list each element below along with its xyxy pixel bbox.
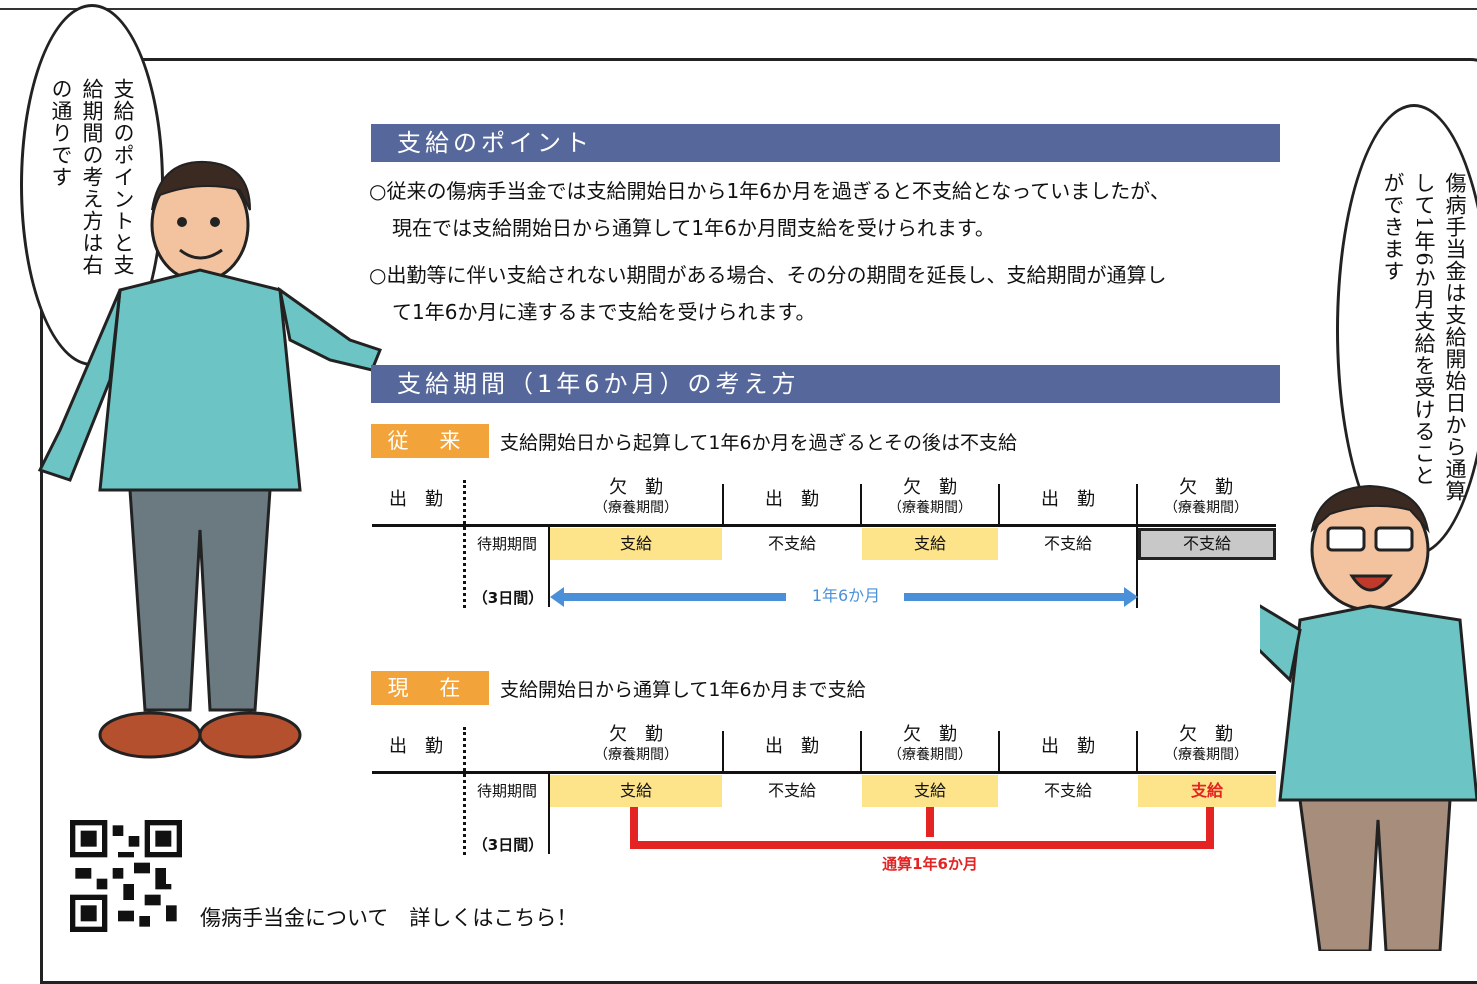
new-divider-4 <box>1136 731 1138 771</box>
new-days: （3日間） <box>472 836 544 854</box>
old-divider-4 <box>1136 484 1138 608</box>
new-cell-5: 支給 <box>1138 775 1276 807</box>
old-cell-3: 支給 <box>862 528 998 560</box>
old-header-absence-1: 欠 勤（療養期間） <box>594 477 678 517</box>
old-wait-period: 待期期間 <box>476 535 537 553</box>
period-title-bar: 支給期間（1年6か月）の考え方 <box>371 365 1280 403</box>
old-cell-4: 不支給 <box>1000 528 1136 560</box>
old-days: （3日間） <box>472 589 544 607</box>
new-divider-2 <box>860 731 862 771</box>
old-divider-3 <box>998 484 1000 524</box>
old-header-work-1: 出 勤 <box>389 489 443 510</box>
new-cell-1: 支給 <box>550 775 722 807</box>
new-divider-1 <box>722 731 724 771</box>
old-divider-2 <box>860 484 862 524</box>
old-tag: 従 来 <box>371 424 489 458</box>
businessman-illustration <box>37 160 382 759</box>
new-bracket-right <box>1206 807 1214 849</box>
new-tag: 現 在 <box>371 671 489 705</box>
left-bubble-text: 支給のポイントと支給期間の考え方は右の通りです <box>49 78 135 276</box>
new-divider-3 <box>998 731 1000 771</box>
old-divider-1 <box>722 484 724 524</box>
old-wait-divider <box>548 527 550 607</box>
new-header-work-1: 出 勤 <box>389 736 443 757</box>
new-header-absence-1: 欠 勤（療養期間） <box>594 724 678 764</box>
point-2-line-1: ○出勤等に伴い支給されない期間がある場合、その分の期間を延長し、支給期間が通算し <box>369 263 1167 287</box>
top-rule <box>0 8 1477 10</box>
old-header-absence-3: 欠 勤（療養期間） <box>1164 477 1248 517</box>
old-cell-5: 不支給 <box>1138 528 1276 560</box>
new-header-work-3: 出 勤 <box>1041 736 1095 757</box>
old-arrow <box>550 587 1138 607</box>
footer-text: 傷病手当金について 詳しくはこちら！ <box>200 906 578 930</box>
new-wait-divider <box>548 774 550 854</box>
new-bracket-middle <box>926 807 934 837</box>
right-speech-bubble <box>1336 104 1477 556</box>
old-header-absence-2: 欠 勤（療養期間） <box>888 477 972 517</box>
new-dotted-divider <box>463 727 466 855</box>
new-caption: 支給開始日から通算して1年6か月まで支給 <box>500 679 866 701</box>
point-1-line-2: 現在では支給開始日から通算して1年6か月間支給を受けられます。 <box>392 216 995 240</box>
new-timeline <box>372 771 1276 774</box>
point-1-line-1: ○従来の傷病手当金では支給開始日から1年6か月を過ぎると不支給となっていましたが… <box>369 179 1170 203</box>
new-total-label: 通算1年6か月 <box>882 855 978 873</box>
qr-code[interactable] <box>70 820 182 932</box>
new-cell-2: 不支給 <box>724 775 860 807</box>
glasses-man-illustration <box>1260 484 1477 951</box>
new-header-absence-2: 欠 勤（療養期間） <box>888 724 972 764</box>
new-bracket-base <box>630 841 1214 849</box>
points-title-bar: 支給のポイント <box>371 124 1280 162</box>
old-caption: 支給開始日から起算して1年6か月を過ぎるとその後は不支給 <box>500 432 1018 454</box>
new-wait-period: 待期期間 <box>476 782 537 800</box>
right-bubble-text: 傷病手当金は支給開始日から通算して1年6か月支給を受けることができます <box>1381 172 1467 502</box>
qr-code-image <box>70 820 182 932</box>
old-cell-1: 支給 <box>550 528 722 560</box>
new-header-work-2: 出 勤 <box>765 736 819 757</box>
new-cell-3: 支給 <box>862 775 998 807</box>
old-arrow-label: 1年6か月 <box>811 586 881 605</box>
old-header-work-3: 出 勤 <box>1041 489 1095 510</box>
new-cell-4: 不支給 <box>1000 775 1136 807</box>
old-timeline <box>372 524 1276 527</box>
new-header-absence-3: 欠 勤（療養期間） <box>1164 724 1248 764</box>
old-header-work-2: 出 勤 <box>765 489 819 510</box>
old-cell-2: 不支給 <box>724 528 860 560</box>
old-dotted-divider <box>463 480 466 608</box>
point-2-line-2: て1年6か月に達するまで支給を受けられます。 <box>392 300 816 324</box>
new-bracket-left <box>630 807 638 849</box>
